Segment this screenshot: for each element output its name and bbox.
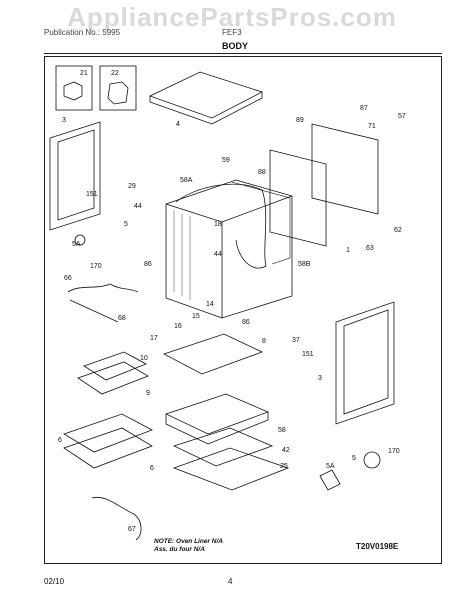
publication-number: Publication No.: 5995 — [44, 28, 121, 37]
callout-10: 10 — [140, 355, 148, 362]
callout-68: 68 — [118, 315, 126, 322]
callout-87: 87 — [360, 105, 368, 112]
callout-3: 3 — [62, 117, 66, 124]
inset-box-22 — [99, 65, 137, 111]
callout-5A-right: 5A — [326, 463, 335, 470]
diagram-code: T20V0198E — [356, 542, 399, 551]
part-67-broil-element — [91, 496, 142, 541]
diagram-frame — [44, 56, 442, 564]
model-number: FEF3 — [222, 28, 242, 37]
callout-8: 8 — [262, 338, 266, 345]
callout-18: 18 — [214, 221, 222, 228]
part-3-side-panel-left — [49, 121, 101, 231]
oven-cavity-top-edge — [165, 195, 293, 223]
part-3-side-panel-left-inner — [57, 129, 95, 221]
callout-89: 89 — [296, 117, 304, 124]
callout-29: 29 — [128, 183, 136, 190]
part-58-insulation-edge — [165, 412, 269, 445]
oven-cavity-ribs — [173, 210, 191, 300]
part-3-side-panel-right-inner — [343, 309, 389, 415]
callout-66: 66 — [64, 275, 72, 282]
callout-16: 16 — [174, 323, 182, 330]
callout-5A: 5A — [72, 241, 81, 248]
callout-44: 44 — [134, 203, 142, 210]
part-5A-leg-bracket — [319, 469, 341, 491]
callout-3-right: 3 — [318, 375, 322, 382]
part-58A-insulation — [175, 183, 267, 269]
callout-170-right: 170 — [388, 448, 400, 455]
part-58-insulation-bottom — [164, 393, 270, 435]
part-6-oven-rack-upper — [63, 413, 153, 453]
callout-9: 9 — [146, 390, 150, 397]
callout-58: 58 — [278, 427, 286, 434]
footer-date: 02/10 — [44, 577, 65, 586]
callout-58B: 58B — [298, 261, 311, 268]
watermark: AppliancePartsPros.com — [67, 2, 397, 32]
part-4-top-panel-edge — [149, 92, 263, 125]
part-6-oven-rack-lower — [63, 427, 153, 469]
callout-86: 86 — [144, 261, 152, 268]
part-5-leveling-leg — [363, 451, 381, 469]
callout-25: 25 — [280, 463, 288, 470]
callout-15: 15 — [192, 313, 200, 320]
callout-151: 151 — [86, 191, 98, 198]
callout-42: 42 — [282, 447, 290, 454]
callout-14: 14 — [206, 301, 214, 308]
callout-59: 59 — [222, 157, 230, 164]
part-10-broil-pan-insert — [83, 351, 147, 381]
callout-67: 67 — [128, 526, 136, 533]
section-title: BODY — [222, 41, 249, 51]
callout-44-lower: 44 — [214, 251, 222, 258]
part-5-leveling-leg-small — [74, 234, 86, 246]
callout-58A: 58A — [180, 177, 193, 184]
part-8-oven-bottom — [162, 333, 264, 375]
callout-37: 37 — [292, 337, 300, 344]
oven-cavity — [165, 179, 293, 319]
rear-frame — [269, 149, 327, 247]
callout-5: 5 — [124, 221, 128, 228]
callout-63: 63 — [366, 245, 374, 252]
callout-6-upper: 6 — [58, 437, 62, 444]
part-21-bracket — [63, 81, 83, 101]
callout-62: 62 — [394, 227, 402, 234]
callout-17: 17 — [150, 335, 158, 342]
callout-21: 21 — [80, 70, 88, 77]
callout-57: 57 — [398, 113, 406, 120]
callout-170: 170 — [90, 263, 102, 270]
part-66-bake-element — [67, 283, 139, 293]
part-4-top-panel — [148, 71, 264, 119]
part-9-broil-pan — [77, 361, 149, 395]
footer-page-number: 4 — [228, 577, 233, 586]
oven-liner-note: NOTE: Oven Liner N/A Ass. du four N/A — [154, 538, 223, 554]
part-58B-insulation — [231, 181, 291, 265]
callout-6-lower: 6 — [150, 465, 154, 472]
part-71-back-panel — [311, 123, 379, 215]
part-68-element-wire — [69, 299, 119, 323]
header-rule — [44, 53, 442, 54]
part-42-plate — [172, 427, 274, 467]
callout-4: 4 — [176, 121, 180, 128]
part-3-side-panel-right — [335, 301, 395, 425]
note-line-2: Ass. du four N/A — [154, 546, 205, 553]
callout-1: 1 — [346, 247, 350, 254]
callout-22: 22 — [111, 70, 119, 77]
callout-71: 71 — [368, 123, 376, 130]
note-line-1: NOTE: Oven Liner N/A — [154, 538, 223, 545]
part-22-bracket — [107, 81, 129, 105]
callout-5-right: 5 — [352, 455, 356, 462]
callout-151-right: 151 — [302, 351, 314, 358]
part-25-bottom-panel — [172, 447, 290, 491]
callout-88: 88 — [258, 169, 266, 176]
inset-box-21 — [55, 65, 93, 111]
callout-86-lower: 86 — [242, 319, 250, 326]
